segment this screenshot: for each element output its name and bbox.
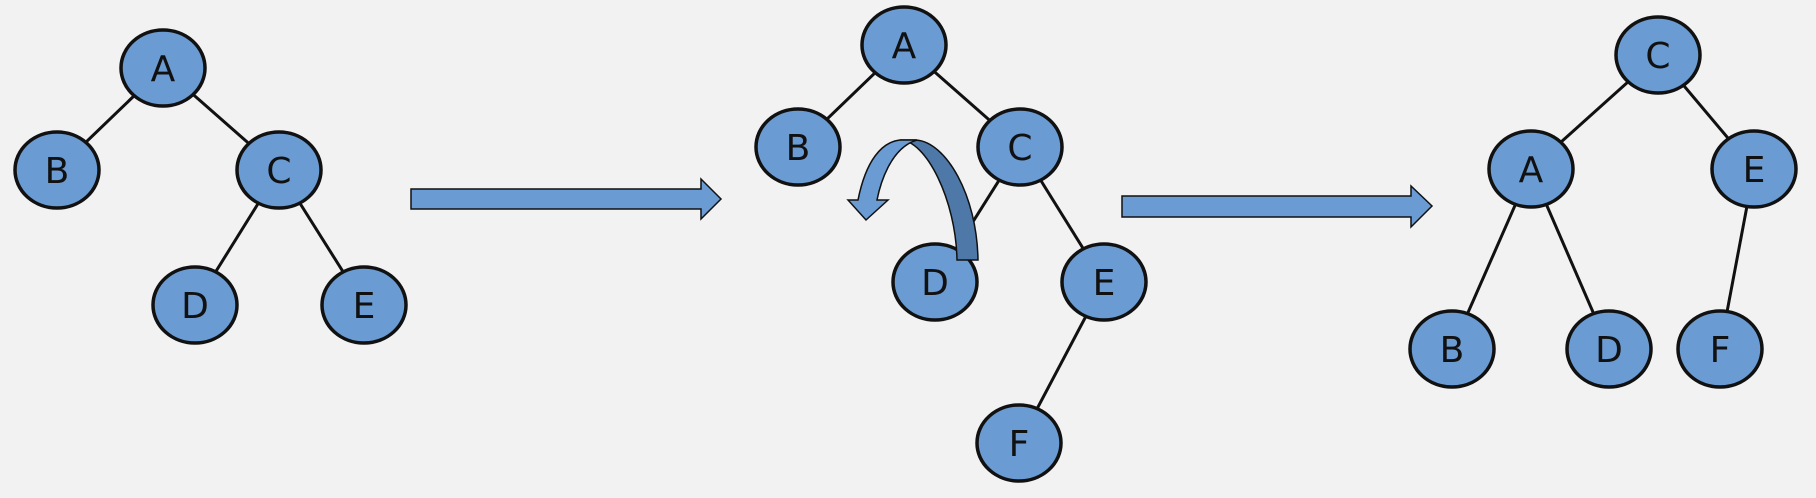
node-label: B [786,128,811,169]
node-label: E [1743,150,1766,191]
node-circle [1487,129,1575,209]
node-circle [1565,309,1653,389]
node-circle [1614,15,1702,95]
node-circle [1060,242,1148,322]
node-label: B [1440,330,1465,371]
node-label: A [1519,150,1544,191]
node-label: F [1009,424,1030,465]
node-label: B [45,151,70,192]
node-circle [891,242,979,322]
nodes-layer: A B C D E A B C D E F C A E B D F [13,5,1798,483]
node-s2-E: E [1060,242,1148,322]
node-label: D [921,263,949,304]
node-label: D [1595,330,1623,371]
node-label: F [1710,330,1731,371]
node-label: E [1093,263,1116,304]
node-s2-D: D [891,242,979,322]
rotate-left-arrow [846,139,979,261]
node-circle [1408,309,1496,389]
node-label: A [151,49,176,90]
node-circle [1676,309,1764,389]
transition-arrow-2 [1121,184,1434,229]
node-circle [13,130,101,210]
node-s3-E: E [1710,129,1798,209]
node-s1-A: A [119,28,207,108]
node-label: C [266,151,291,192]
node-label: D [181,286,209,327]
node-circle [754,107,842,187]
node-circle [151,265,239,345]
node-s1-E: E [320,265,408,345]
node-circle [119,28,207,108]
node-circle [860,5,948,85]
node-s1-D: D [151,265,239,345]
node-s3-C: C [1614,15,1702,95]
node-s2-C: C [976,107,1064,187]
node-s3-D: D [1565,309,1653,389]
node-circle [235,130,323,210]
node-s1-B: B [13,130,101,210]
node-s2-A: A [860,5,948,85]
node-s3-A: A [1487,129,1575,209]
node-circle [975,403,1063,483]
node-s3-B: B [1408,309,1496,389]
node-label: A [892,26,917,67]
node-circle [320,265,408,345]
node-circle [976,107,1064,187]
node-label: C [1007,128,1032,169]
rotate-arrow-front [846,139,918,222]
node-s1-C: C [235,130,323,210]
node-label: E [353,286,376,327]
node-s3-F: F [1676,309,1764,389]
node-s2-B: B [754,107,842,187]
node-s2-F: F [975,403,1063,483]
node-circle [1710,129,1798,209]
transition-arrow-1 [410,177,723,221]
node-label: C [1645,36,1670,77]
